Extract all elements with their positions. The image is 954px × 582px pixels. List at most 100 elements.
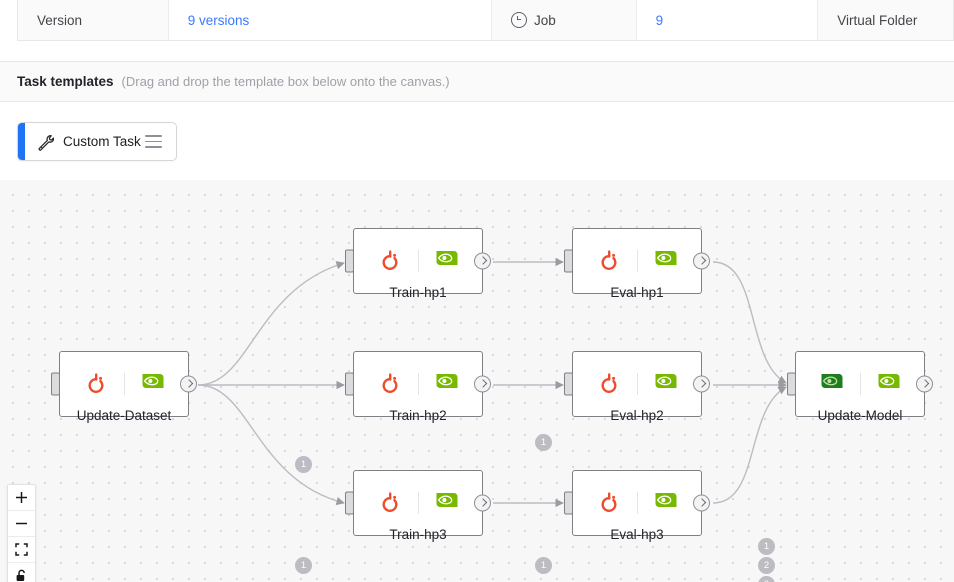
node-train-hp1[interactable]: Train-hp1	[345, 228, 491, 300]
node-input-port[interactable]	[564, 249, 573, 273]
node-icons	[818, 370, 903, 398]
node-box[interactable]	[51, 351, 197, 417]
nvidia-icon	[652, 489, 680, 517]
node-label: Train-hp3	[389, 527, 447, 542]
edge-label[interactable]: 2	[758, 557, 775, 574]
node-input-port[interactable]	[345, 249, 354, 273]
node-output-port[interactable]	[474, 252, 491, 270]
task-templates-hint: (Drag and drop the template box below on…	[121, 74, 450, 89]
node-label: Eval-hp1	[610, 285, 664, 300]
node-output-port[interactable]	[474, 494, 491, 512]
node-output-port[interactable]	[693, 252, 710, 270]
node-output-port[interactable]	[474, 375, 491, 393]
node-box[interactable]	[564, 228, 710, 294]
canvas-zoom-controls	[7, 484, 36, 582]
info-cell-virtual-folder-label: Virtual Folder	[818, 0, 953, 40]
node-icons	[595, 370, 680, 398]
icon-separator	[636, 492, 638, 514]
node-output-port[interactable]	[916, 375, 933, 393]
node-icons	[376, 489, 461, 517]
info-cell-job-value[interactable]: 9	[636, 0, 819, 40]
versions-link[interactable]: 9 versions	[187, 12, 250, 28]
node-box[interactable]	[345, 470, 491, 536]
task-templates-title: Task templates	[17, 74, 114, 89]
node-input-port[interactable]	[564, 491, 573, 515]
icon-separator	[417, 492, 419, 514]
custom-task-label: Custom Task	[63, 134, 141, 149]
nvidia-icon	[433, 247, 461, 275]
node-icons	[595, 489, 680, 517]
node-input-port[interactable]	[345, 491, 354, 515]
nvidia-icon	[875, 370, 903, 398]
icon-separator	[859, 373, 861, 395]
info-cell-job-label: Job	[491, 0, 637, 40]
custom-task-template-button[interactable]: Custom Task	[17, 122, 177, 161]
node-update-dataset[interactable]: Update-Dataset	[51, 351, 197, 423]
zoom-out-button[interactable]	[8, 511, 35, 537]
nvidia-icon	[139, 370, 167, 398]
node-box[interactable]	[787, 351, 933, 417]
node-label: Eval-hp3	[610, 527, 664, 542]
edge-label[interactable]: 3	[758, 576, 775, 582]
node-box[interactable]	[345, 228, 491, 294]
fit-view-button[interactable]	[8, 537, 35, 563]
pytorch-icon	[376, 247, 404, 275]
icon-separator	[417, 250, 419, 272]
node-eval-hp2[interactable]: Eval-hp2	[564, 351, 710, 423]
edge-layer	[197, 257, 787, 508]
node-label: Update-Dataset	[76, 408, 172, 423]
edge-label[interactable]: 1	[535, 434, 552, 451]
node-label: Train-hp1	[389, 285, 447, 300]
node-box[interactable]	[345, 351, 491, 417]
node-icons	[376, 370, 461, 398]
workflow-canvas[interactable]: Update-Dataset Train-hp1	[0, 180, 954, 582]
node-box[interactable]	[564, 351, 710, 417]
node-label: Update-Model	[817, 408, 903, 423]
node-box[interactable]	[564, 470, 710, 536]
icon-separator	[417, 373, 419, 395]
template-accent-bar	[18, 123, 25, 160]
nvidia-icon	[652, 370, 680, 398]
info-table: Version 9 versions Job 9 Virtual Folder	[17, 0, 954, 41]
node-label: Eval-hp2	[610, 408, 664, 423]
node-eval-hp1[interactable]: Eval-hp1	[564, 228, 710, 300]
nvidia-icon	[433, 370, 461, 398]
info-label-text: Virtual Folder	[837, 12, 918, 28]
node-icons	[82, 370, 167, 398]
zoom-in-button[interactable]	[8, 485, 35, 511]
job-count-link[interactable]: 9	[655, 12, 664, 28]
edge-label[interactable]: 1	[295, 456, 312, 473]
icon-separator	[123, 373, 125, 395]
node-output-port[interactable]	[180, 375, 197, 393]
task-templates-header: Task templates (Drag and drop the templa…	[0, 61, 954, 102]
info-label-text: Job	[533, 12, 556, 28]
hamburger-icon[interactable]	[145, 135, 162, 148]
node-input-port[interactable]	[564, 372, 573, 396]
node-eval-hp3[interactable]: Eval-hp3	[564, 470, 710, 542]
node-input-port[interactable]	[345, 372, 354, 396]
wrench-icon	[36, 133, 55, 151]
pytorch-icon	[82, 370, 110, 398]
node-update-model[interactable]: Update-Model	[787, 351, 933, 423]
node-output-port[interactable]	[693, 375, 710, 393]
node-input-port[interactable]	[51, 372, 60, 396]
node-label: Train-hp2	[389, 408, 447, 423]
edge-label[interactable]: 1	[535, 557, 552, 574]
edge-label[interactable]: 1	[295, 557, 312, 574]
info-cell-version-value[interactable]: 9 versions	[168, 0, 492, 40]
pytorch-icon	[595, 247, 623, 275]
node-train-hp3[interactable]: Train-hp3	[345, 470, 491, 542]
node-train-hp2[interactable]: Train-hp2	[345, 351, 491, 423]
node-input-port[interactable]	[787, 372, 796, 396]
clock-icon	[510, 12, 527, 28]
edge-label[interactable]: 1	[758, 538, 775, 555]
pytorch-icon	[376, 370, 404, 398]
icon-separator	[636, 373, 638, 395]
task-templates-tray: Custom Task	[0, 102, 954, 180]
pytorch-icon	[376, 489, 404, 517]
unlock-icon[interactable]	[8, 563, 35, 582]
icon-separator	[636, 250, 638, 272]
node-icons	[595, 247, 680, 275]
node-output-port[interactable]	[693, 494, 710, 512]
